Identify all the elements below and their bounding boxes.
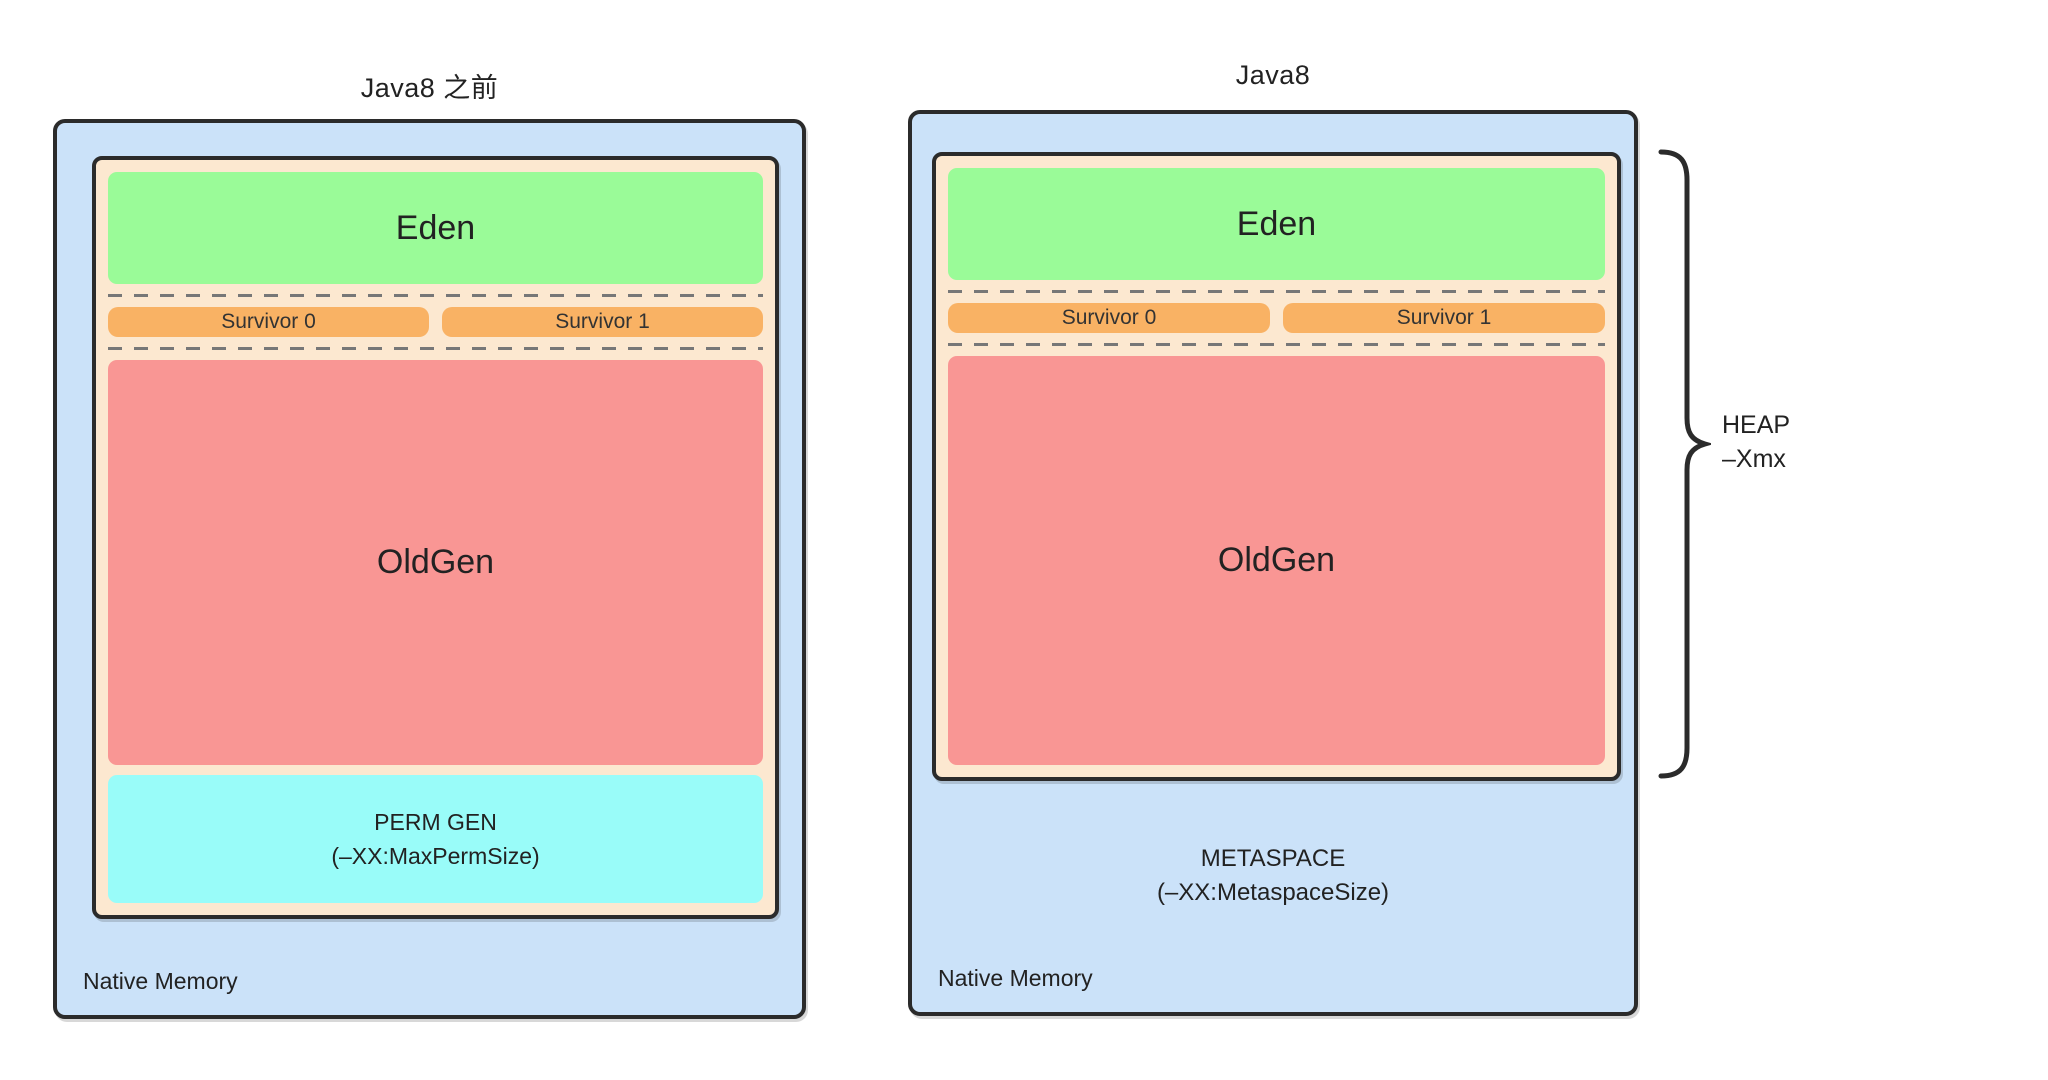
- heap-brace-label-line2: –Xmx: [1722, 445, 1786, 473]
- heap-box-java8: Eden Survivor 0 Survivor 1 OldGen: [932, 152, 1621, 781]
- metaspace-label-line1: METASPACE: [1200, 845, 1346, 872]
- dashed-divider: [948, 290, 1605, 293]
- dashed-divider: [948, 343, 1605, 346]
- native-memory-box-before-java8: Eden Survivor 0 Survivor 1 OldGen PERM G…: [53, 119, 806, 1019]
- permgen-label-line1: PERM GEN: [374, 809, 497, 835]
- permgen-label-line2: (–XX:MaxPermSize): [331, 843, 540, 869]
- native-memory-box-java8: Eden Survivor 0 Survivor 1 OldGen METASP…: [908, 110, 1638, 1016]
- oldgen-region: OldGen: [108, 360, 763, 765]
- panel-title-before-java8: Java8 之前: [360, 73, 499, 103]
- heap-brace: [1658, 149, 1711, 779]
- eden-label: Eden: [1236, 204, 1317, 243]
- survivor-1-region: Survivor 1: [1283, 303, 1605, 333]
- heap-box-before-java8: Eden Survivor 0 Survivor 1 OldGen PERM G…: [92, 156, 779, 919]
- native-memory-label: Native Memory: [938, 965, 1093, 991]
- survivor-0-label: Survivor 0: [1061, 306, 1157, 329]
- eden-region: Eden: [948, 168, 1605, 280]
- heap-brace-label-line1: HEAP: [1722, 411, 1791, 439]
- survivor-row: Survivor 0 Survivor 1: [948, 303, 1605, 333]
- permgen-region: PERM GEN (–XX:MaxPermSize): [108, 775, 763, 903]
- oldgen-label: OldGen: [376, 543, 495, 581]
- dashed-divider: [108, 347, 763, 350]
- dashed-divider: [108, 294, 763, 297]
- survivor-1-region: Survivor 1: [442, 307, 763, 337]
- survivor-row: Survivor 0 Survivor 1: [108, 307, 763, 337]
- survivor-0-region: Survivor 0: [108, 307, 429, 337]
- panel-title-java8: Java8: [1235, 60, 1311, 90]
- survivor-0-label: Survivor 0: [221, 310, 316, 333]
- eden-region: Eden: [108, 172, 763, 284]
- metaspace-label-line2: (–XX:MetaspaceSize): [1156, 879, 1390, 906]
- survivor-0-region: Survivor 0: [948, 303, 1270, 333]
- oldgen-label: OldGen: [1217, 541, 1336, 579]
- heap-brace-label: HEAP –Xmx: [1722, 408, 1790, 476]
- eden-label: Eden: [395, 208, 476, 247]
- oldgen-region: OldGen: [948, 356, 1605, 765]
- metaspace-label: METASPACE (–XX:MetaspaceSize): [912, 842, 1634, 910]
- survivor-1-label: Survivor 1: [1396, 306, 1492, 329]
- survivor-1-label: Survivor 1: [555, 310, 650, 333]
- native-memory-label: Native Memory: [83, 968, 238, 994]
